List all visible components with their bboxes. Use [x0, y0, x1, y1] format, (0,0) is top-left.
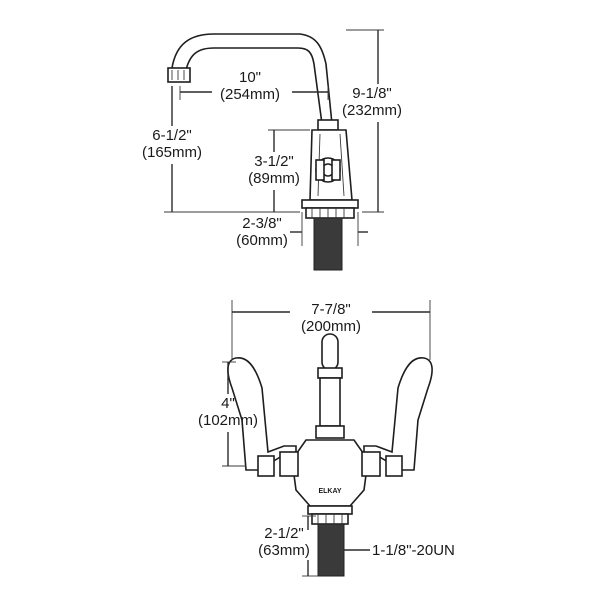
shank-length-imperial: 2-1/2": [264, 525, 304, 542]
spout-height-imperial: 6-1/2": [152, 127, 192, 144]
right-handle: [363, 357, 433, 471]
handle-height-imperial: 4": [221, 395, 235, 412]
spout-height-metric: (165mm): [142, 144, 202, 161]
front-shank: [317, 523, 345, 577]
side-view: 10" (254mm) 9-1/8" (232mm) 6-1/2" (165mm…: [142, 29, 402, 271]
aerator: [167, 67, 191, 83]
overall-height-metric: (232mm): [342, 102, 402, 119]
handle-height-metric: (102mm): [198, 412, 258, 429]
thread-callout: 1-1/8"-20UN: [372, 542, 455, 559]
shank-length-metric: (63mm): [258, 542, 310, 559]
front-spout-tube: [321, 333, 339, 371]
spout-reach-imperial: 10": [239, 69, 261, 86]
spout-reach-metric: (254mm): [220, 86, 280, 103]
front-base-flange: [307, 505, 353, 515]
left-handle: [227, 357, 297, 471]
handle-spread-imperial: 7-7/8": [311, 301, 351, 318]
side-shank: [313, 217, 343, 271]
body-height-imperial: 3-1/2": [254, 153, 294, 170]
base-width-metric: (60mm): [236, 232, 288, 249]
brand-mark: ELKAY: [318, 488, 341, 495]
overall-height-imperial: 9-1/8": [352, 85, 392, 102]
front-body: [291, 439, 369, 507]
handle-spread-metric: (200mm): [301, 318, 361, 335]
body-height-metric: (89mm): [248, 170, 300, 187]
side-base-flange: [301, 199, 359, 209]
base-width-imperial: 2-3/8": [242, 215, 282, 232]
front-view: ELKAY 7-7/8" (200mm) 4" (102mm): [198, 300, 455, 577]
